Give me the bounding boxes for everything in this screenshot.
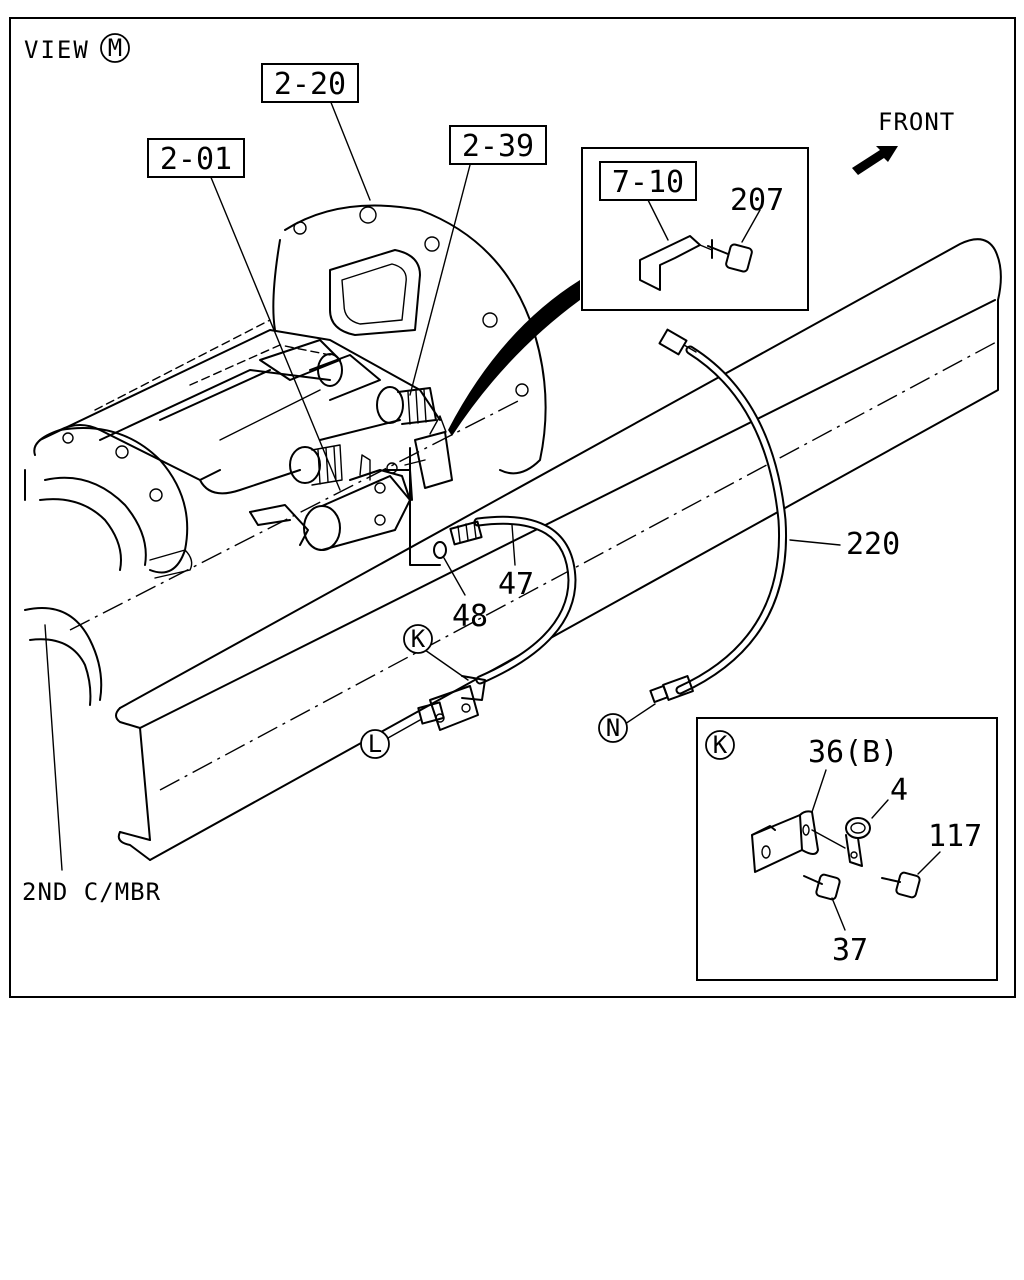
bolt-37-icon [803,873,841,901]
clip-4-icon [845,817,871,867]
front-arrow-icon [852,146,898,175]
hose-220-lower-fitting [649,675,694,704]
detail-box-k: K 36(B) 4 117 37 [696,717,998,981]
detail-box-bracket: 7-10 207 [581,147,809,311]
part-48-label: 48 [452,599,488,634]
view-marker-letter: M [108,34,122,62]
transmission-assembly [33,204,547,579]
hose-bracket [417,675,486,731]
marker-k-detail: K [705,730,735,760]
ref-box-2-01: 2-01 [147,138,245,178]
ref-box-2-39: 2-39 [449,125,547,165]
marker-n-letter: N [606,714,620,742]
part-220-label: 220 [846,527,900,562]
part-117-label: 117 [928,819,982,854]
part-37-label: 37 [832,933,868,968]
detail-pointer-7-10 [448,280,580,436]
ref-2-20-text: 2-20 [274,67,346,102]
hose-220-upper-fitting [658,328,697,356]
ref-7-10-text: 7-10 [612,165,684,200]
marker-k-detail-letter: K [713,731,728,759]
diagram-border [9,17,1016,998]
marker-k-main-letter: K [411,625,426,653]
marker-l-letter: L [368,730,382,758]
bolt-207-icon [707,239,753,273]
marker-k-main: K [403,624,433,654]
hose-47 [449,515,577,685]
ref-box-2-20: 2-20 [261,63,359,103]
hose-47-fitting [449,520,483,546]
marker-n: N [598,713,628,743]
front-label: FRONT [878,108,955,136]
ref-2-39-text: 2-39 [462,129,534,164]
marker-l: L [360,729,390,759]
bolt-117-icon [881,871,921,899]
part-36b-label: 36(B) [808,735,898,770]
part-47-label: 47 [498,567,534,602]
member-label: 2ND C/MBR [22,878,161,906]
part-4-label: 4 [890,773,908,808]
view-marker: M [100,33,130,63]
washer-48-icon [433,541,447,559]
second-crossmember [24,469,103,871]
ref-2-01-text: 2-01 [160,142,232,177]
hose-220: 220 [649,328,900,704]
view-label: VIEW [24,36,90,64]
part-207-label: 207 [730,183,784,218]
